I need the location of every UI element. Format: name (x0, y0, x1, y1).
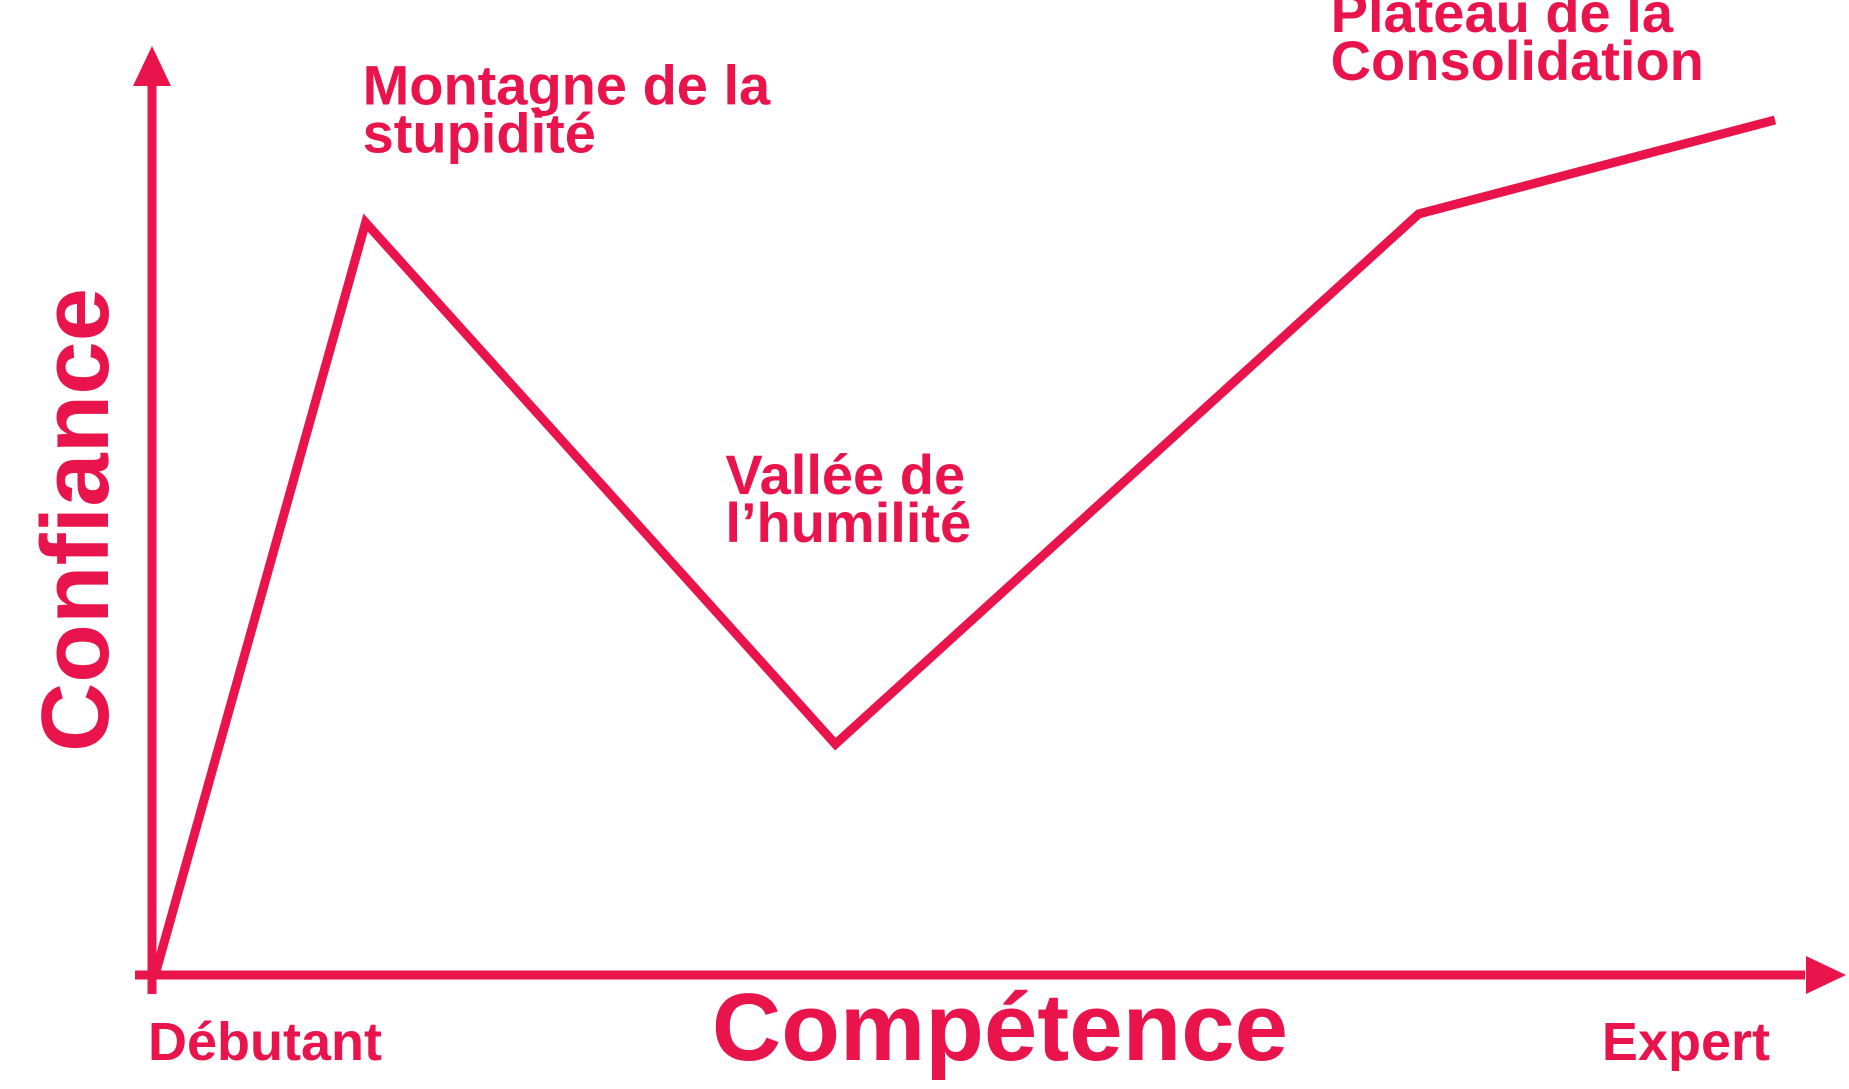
annotation-line: Montagne de la (363, 54, 771, 117)
x-axis-arrowhead (1806, 956, 1846, 994)
x-tick-label-beginner: Débutant (148, 1012, 382, 1072)
x-tick-label-expert: Expert (1602, 1012, 1770, 1072)
y-axis-title: Confiance (22, 288, 129, 752)
annotation-line: Consolidation (1331, 29, 1704, 92)
annotation-line: l’humilité (725, 491, 971, 554)
annotation-line: Plateau de la (1331, 0, 1674, 44)
annotation-mount-stupidity: Montagne de la stupidité (363, 54, 786, 165)
annotation-line: Vallée de (725, 443, 965, 506)
annotation-line: stupidité (363, 102, 596, 165)
annotation-plateau-consolidation: Plateau de la Consolidation (1331, 0, 1704, 92)
confidence-curve-line (150, 115, 1777, 977)
x-axis-title: Compétence (712, 974, 1288, 1081)
y-axis-arrowhead (133, 46, 171, 86)
annotation-valley-humility: Vallée de l’humilité (725, 443, 980, 554)
